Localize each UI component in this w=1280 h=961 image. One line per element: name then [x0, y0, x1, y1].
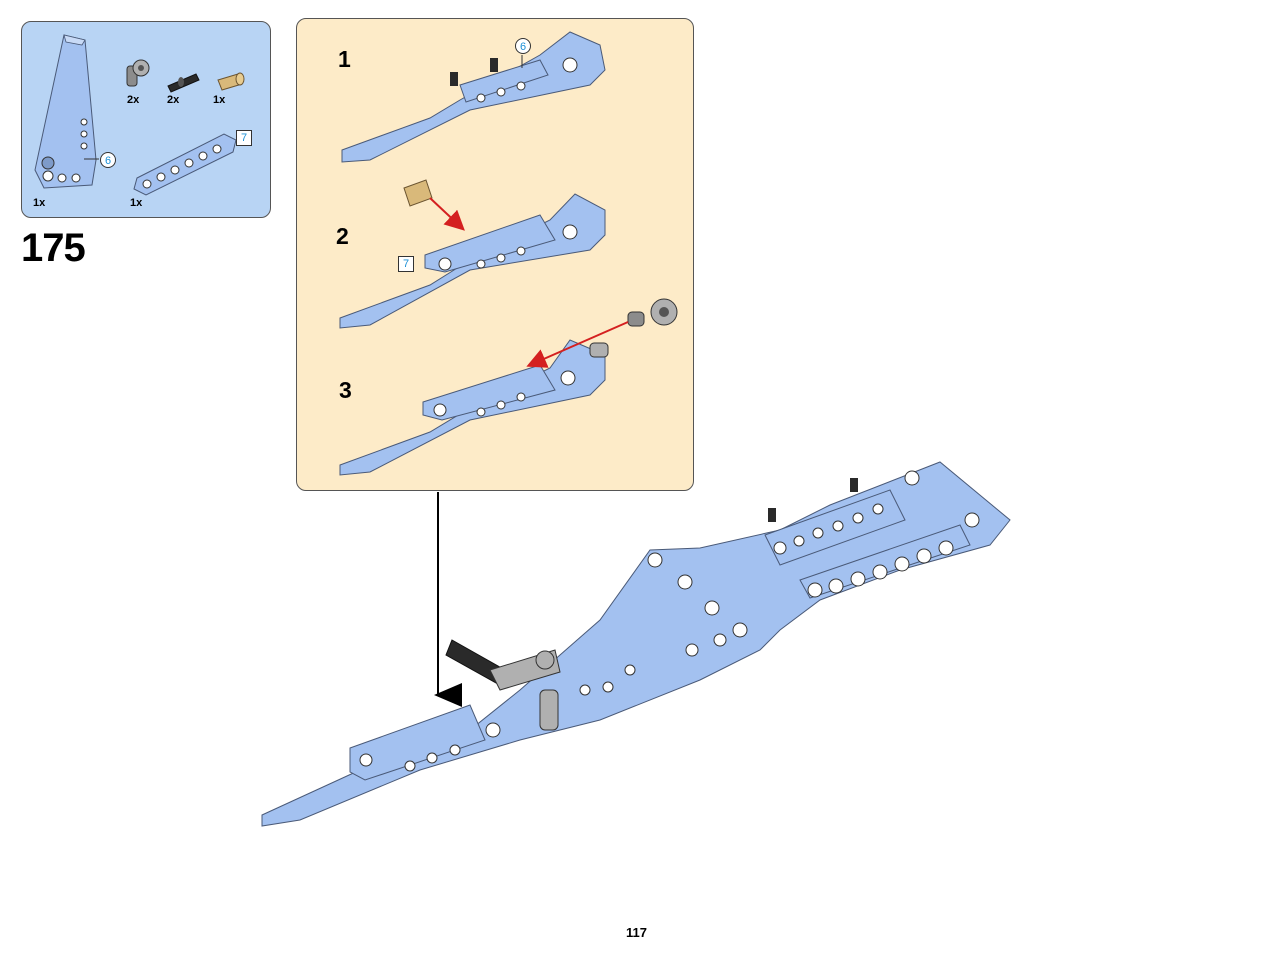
part-qty: 2x [167, 94, 180, 106]
liftarm-length-callout: 7 [236, 130, 252, 146]
part-qty: 1x [213, 94, 226, 106]
grey-axle-pin-connector-part [126, 59, 150, 87]
blue-panel-part [34, 34, 99, 189]
substep-1-illustration [341, 31, 606, 163]
substep-label: 1 [338, 46, 351, 72]
page-number: 117 [626, 925, 647, 940]
step-number: 175 [21, 226, 86, 270]
substep-label: 3 [339, 377, 352, 403]
main-model-illustration [261, 461, 1011, 827]
substep-2-callout: 7 [398, 256, 414, 272]
part-qty: 2x [127, 94, 140, 106]
part-qty: 1x [33, 197, 46, 209]
substep-3-illustration [339, 298, 678, 476]
blue-liftarm-part [133, 133, 237, 196]
substep-2-illustration [339, 179, 606, 329]
panel-callout: 6 [100, 152, 116, 168]
substep-label: 2 [336, 223, 349, 249]
substep-1-callout: 6 [515, 38, 531, 54]
part-qty: 1x [130, 197, 143, 209]
tan-axle-pin-part [217, 72, 245, 91]
black-friction-pin-part [167, 73, 200, 93]
